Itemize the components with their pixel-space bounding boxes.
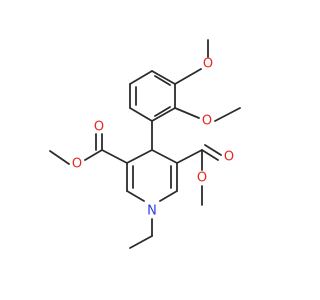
oxygen-carbonyl-left: O <box>94 120 104 135</box>
oxygen-ester-left: O <box>72 157 82 172</box>
ethyl-group <box>129 218 153 249</box>
dihydropyridine-ring <box>126 120 178 202</box>
oxygen-methoxy-mid: O <box>202 114 212 129</box>
oxygen-carbonyl-right: O <box>224 150 234 165</box>
methoxy-middle <box>174 107 241 122</box>
ester-left <box>49 133 128 165</box>
structure-drawing: O O O O O O N <box>49 39 241 249</box>
methoxy-top <box>174 39 209 85</box>
ester-right <box>176 144 222 206</box>
oxygen-ester-right: O <box>197 171 207 186</box>
benzene-ring <box>129 70 176 122</box>
atom-labels: O O O O O O N <box>72 57 234 219</box>
molecule-diagram: O O O O O O N <box>49 39 241 249</box>
nitrogen-ring: N <box>147 204 157 219</box>
oxygen-methoxy-top: O <box>203 57 213 72</box>
